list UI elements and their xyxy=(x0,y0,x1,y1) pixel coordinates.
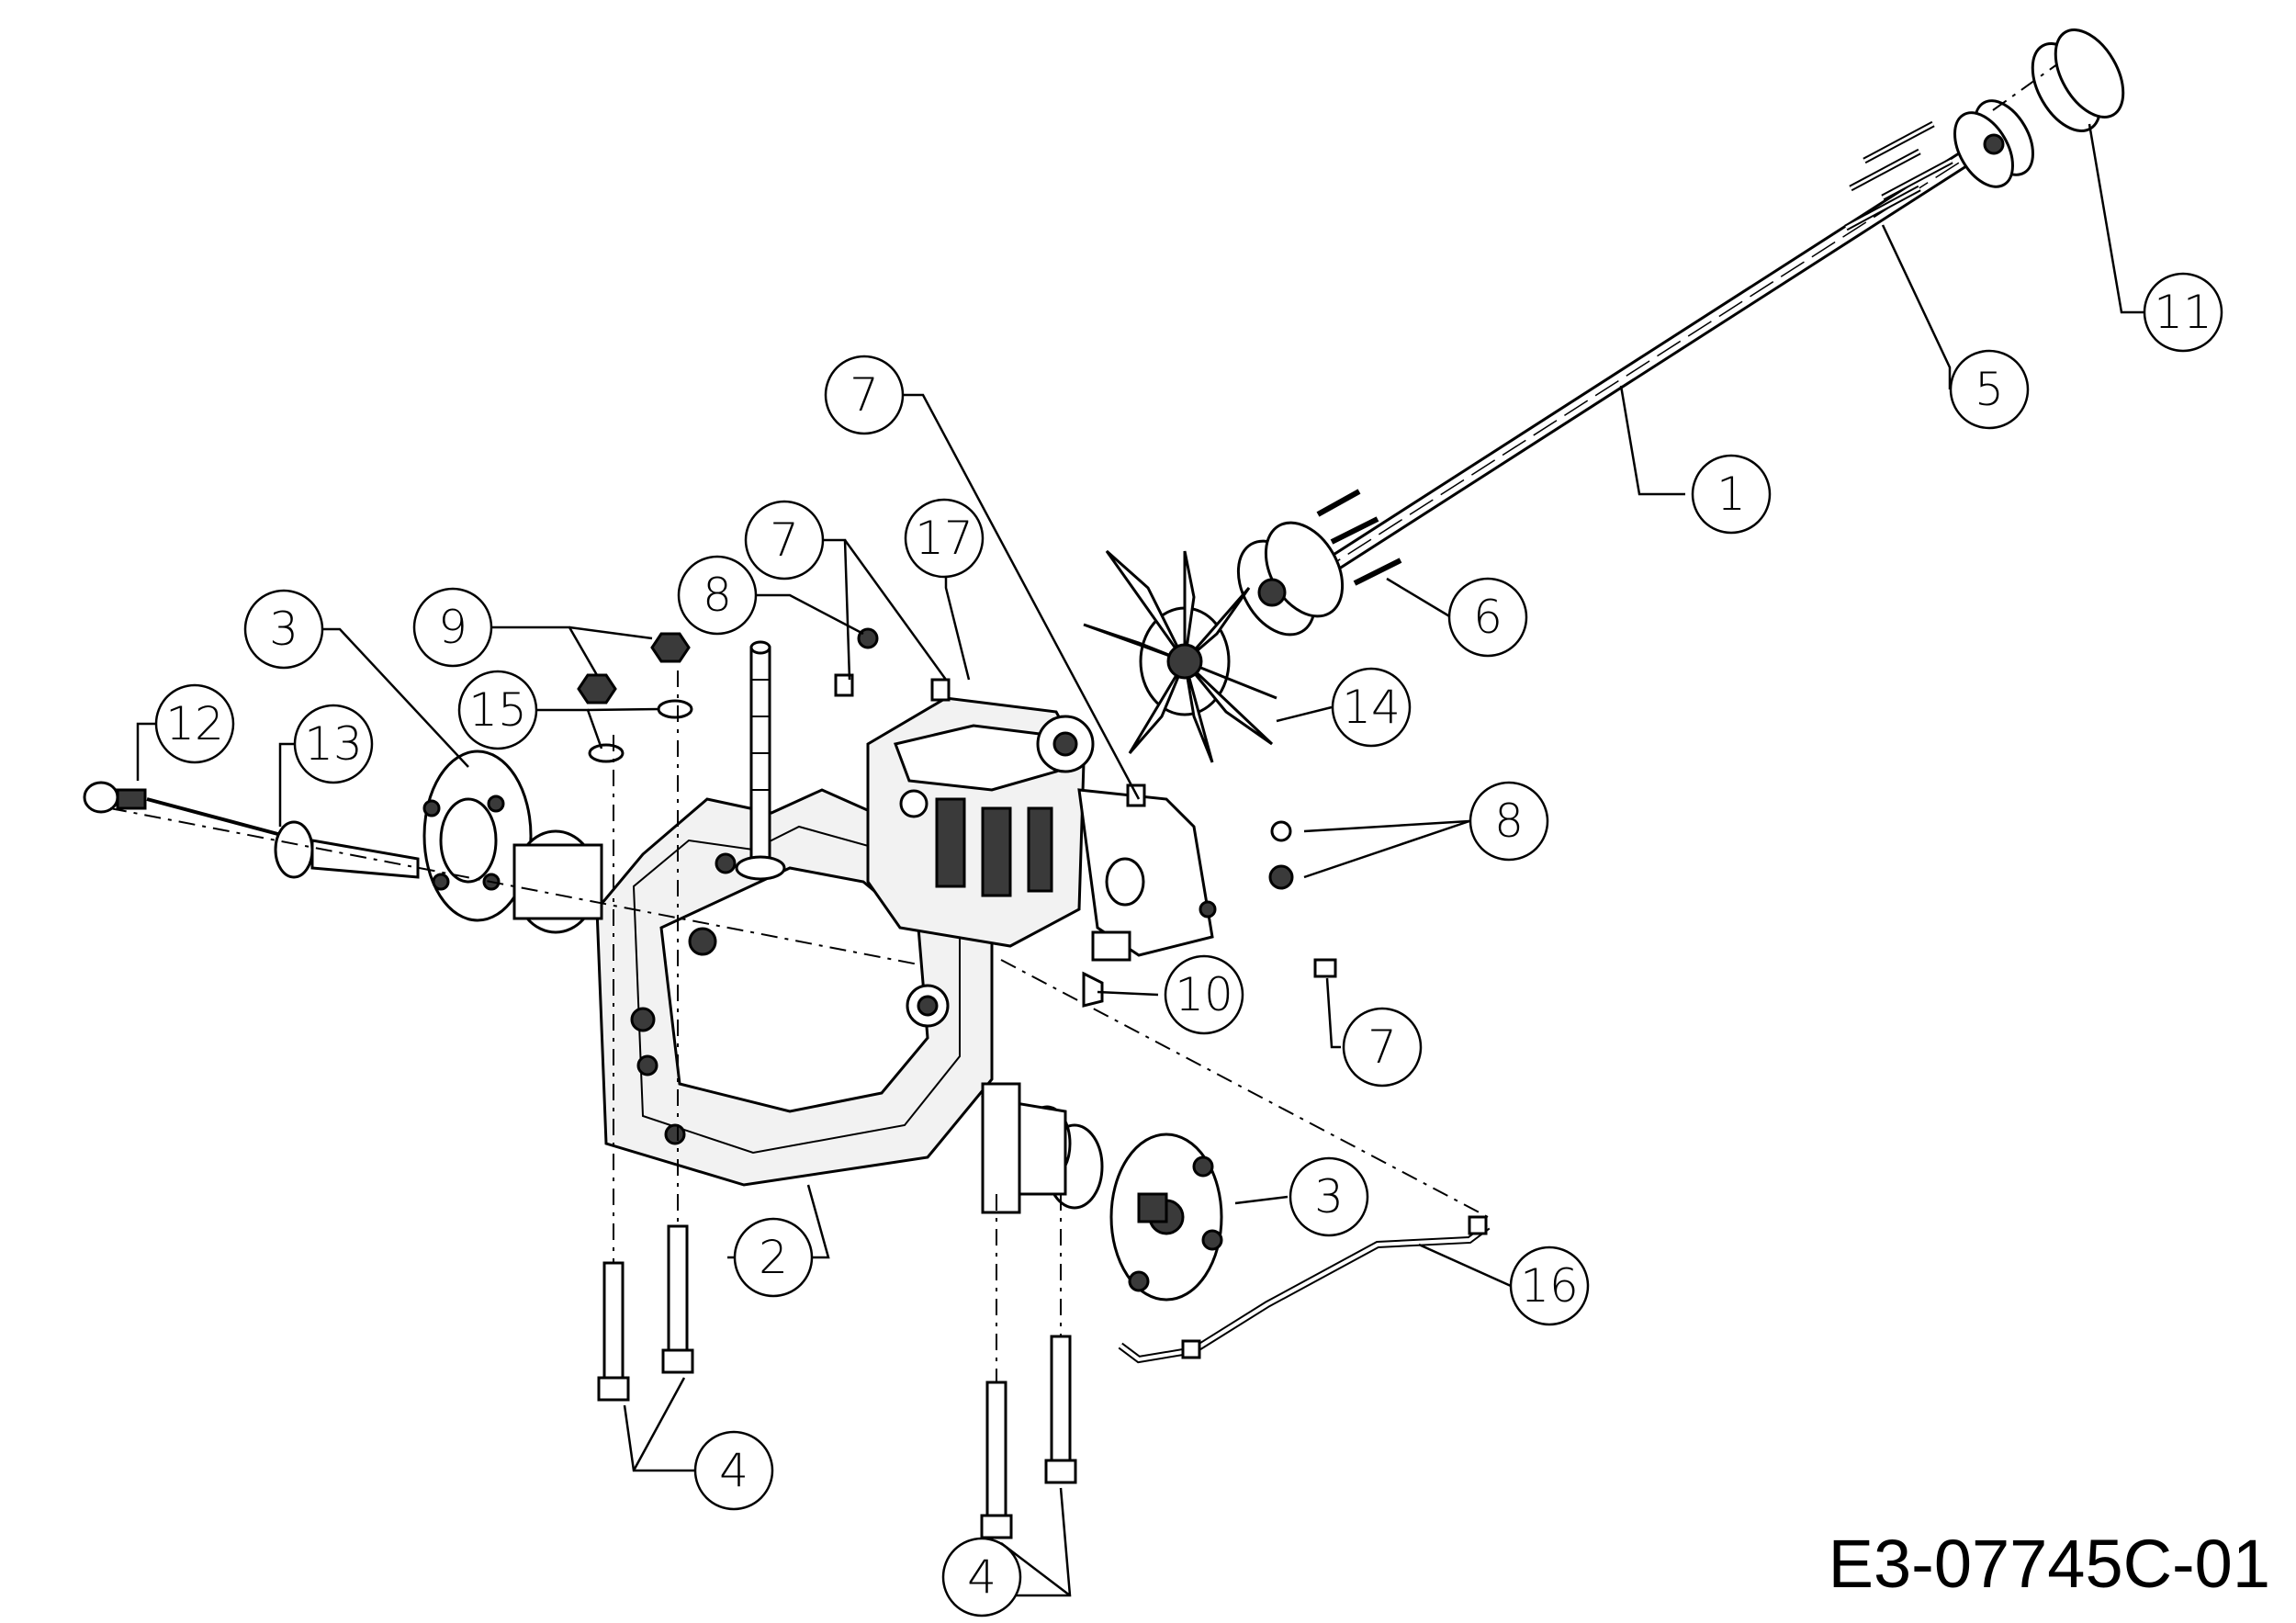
bypass-rod xyxy=(1000,959,1491,1364)
drawing-code: E3-07745C-01 xyxy=(1828,1526,2270,1602)
svg-text:4: 4 xyxy=(719,1444,748,1497)
axle-extension-left xyxy=(83,781,919,965)
callout-4-bottom: 4 xyxy=(941,1537,1022,1617)
svg-text:6: 6 xyxy=(1473,591,1503,644)
callout-8-top: 8 xyxy=(677,555,758,636)
callout-13: 13 xyxy=(293,704,374,784)
svg-text:7: 7 xyxy=(1367,1020,1397,1074)
callout-4-left: 4 xyxy=(693,1430,774,1511)
parts-artwork xyxy=(83,28,2125,1539)
callout-1: 1 xyxy=(1691,454,1772,535)
svg-text:3: 3 xyxy=(269,603,298,656)
axle-hub-left xyxy=(422,750,603,934)
svg-text:7: 7 xyxy=(770,513,799,567)
callout-3-lower: 3 xyxy=(1289,1156,1369,1237)
callout-8-right: 8 xyxy=(1469,781,1549,862)
roll-pins-upper xyxy=(1844,120,1953,231)
callout-10: 10 xyxy=(1164,954,1244,1035)
callout-7-middle: 7 xyxy=(744,500,825,580)
cooling-fan xyxy=(1083,549,1277,763)
leader-lines xyxy=(136,123,2144,1597)
svg-text:11: 11 xyxy=(2154,286,2212,339)
callout-5: 5 xyxy=(1949,349,2030,430)
coupling-sleeve xyxy=(1953,28,2125,188)
svg-text:10: 10 xyxy=(1175,968,1233,1021)
callout-3-upper: 3 xyxy=(243,589,324,670)
svg-text:1: 1 xyxy=(1716,468,1746,521)
svg-text:2: 2 xyxy=(759,1231,788,1284)
callout-7-lower: 7 xyxy=(1342,1007,1423,1088)
svg-text:3: 3 xyxy=(1314,1170,1344,1223)
callout-9: 9 xyxy=(412,587,493,668)
callout-17: 17 xyxy=(904,498,985,579)
svg-text:15: 15 xyxy=(468,683,527,737)
callouts: 1 2 3 3 4 4 5 6 xyxy=(154,272,2223,1617)
svg-text:5: 5 xyxy=(1975,363,2004,416)
callout-11: 11 xyxy=(2143,272,2223,353)
callout-6: 6 xyxy=(1447,577,1528,658)
svg-text:16: 16 xyxy=(1520,1259,1579,1313)
input-shaft xyxy=(735,640,786,881)
axle-hub-right xyxy=(981,1082,1223,1302)
svg-text:14: 14 xyxy=(1342,681,1401,734)
svg-text:7: 7 xyxy=(850,368,879,422)
svg-text:13: 13 xyxy=(304,717,363,771)
svg-text:12: 12 xyxy=(165,697,224,750)
svg-text:8: 8 xyxy=(703,569,732,622)
callout-12: 12 xyxy=(154,683,235,764)
callout-15: 15 xyxy=(457,670,538,750)
callout-7-top: 7 xyxy=(824,355,905,435)
svg-text:9: 9 xyxy=(438,601,467,654)
hydraulic-pump-block xyxy=(866,696,1095,948)
svg-text:8: 8 xyxy=(1494,795,1524,848)
callout-2: 2 xyxy=(733,1217,814,1298)
mounting-bracket xyxy=(1077,788,1217,962)
svg-text:17: 17 xyxy=(915,512,974,565)
mounting-bolts xyxy=(597,671,1077,1539)
callout-14: 14 xyxy=(1331,667,1412,748)
shaft-coupling-lower xyxy=(1236,489,1402,637)
svg-text:4: 4 xyxy=(967,1550,996,1604)
callout-16: 16 xyxy=(1509,1245,1590,1326)
